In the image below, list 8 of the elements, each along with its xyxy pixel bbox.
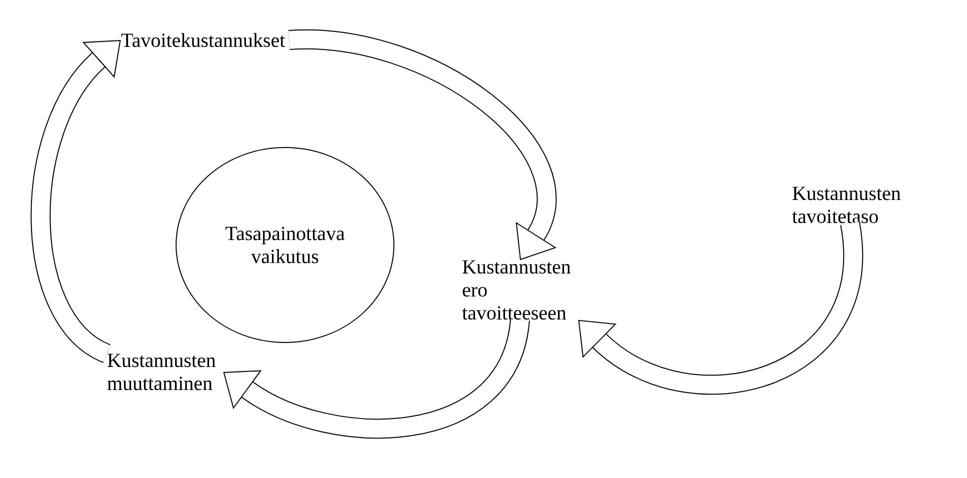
curved-arrow [223, 318, 530, 439]
ellipse-node: Tasapainottava vaikutus [176, 147, 394, 343]
text-label: Kustannusten tavoitetaso [792, 186, 901, 224]
text-label: Kustannusten muuttaminen [107, 354, 216, 390]
curved-arrow [30, 40, 121, 362]
text-label: Tavoitekustannukset [121, 32, 286, 48]
curved-arrow [578, 222, 863, 395]
text-label: Kustannusten ero tavoitteeseen [462, 260, 571, 320]
